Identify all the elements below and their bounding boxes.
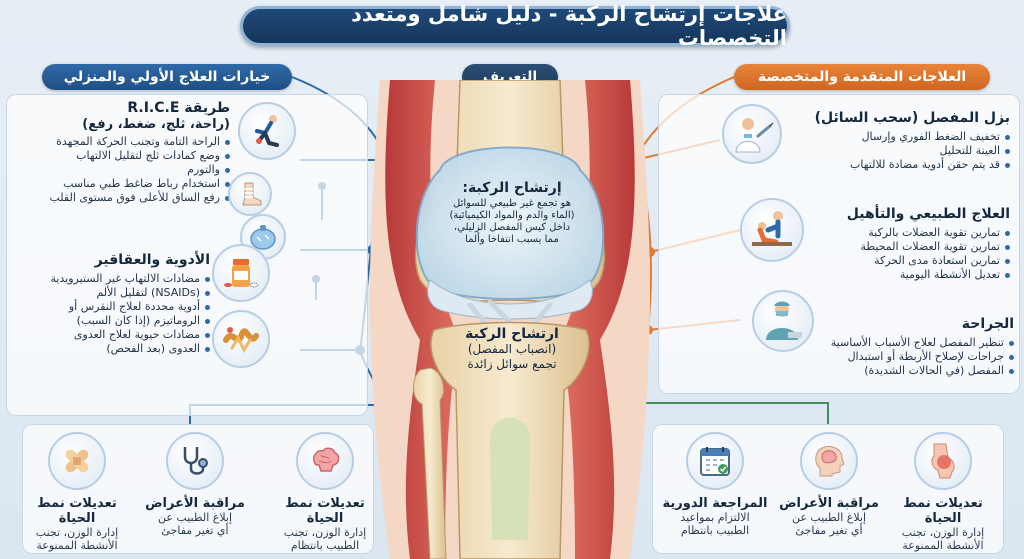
rice-title: طريقة R.I.C.E [127, 100, 230, 116]
card-title: تعديلات نمط الحياة [285, 496, 365, 526]
surgery-block: الجراحة تنظير المفصل لعلاج الأسباب الأسا… [816, 316, 1014, 378]
card-title: المراجعة الدورية [662, 496, 768, 511]
right-panel [658, 94, 1020, 394]
definition-line: مما يسبب انتفاخا وألما [465, 234, 559, 245]
rice-block: طريقة R.I.C.E (راحة، ثلج، ضغط، رفع) الرا… [20, 100, 230, 205]
definition-title: إرتشاح الركبة: [462, 180, 562, 196]
list-item: أدوية محددة لعلاج النقرس أو [20, 300, 210, 314]
page-title: علاجات إرتشاح الركبة - دليل شامل ومتعدد … [240, 2, 790, 50]
bottom-right-card-3: المراجعة الدورية الالتزام بمواعيد الطبيب… [660, 432, 770, 537]
list-item: الروماتيزم (إذا كان السبب) [20, 314, 210, 328]
list-item: تمارين تقوية العضلات المحيطة [810, 240, 1010, 254]
surgeon-icon [752, 290, 814, 352]
definition-line: (الماء والدم والمواد الكيميائية) [449, 210, 575, 221]
card-text: الأنشطة الممنوعة [902, 539, 984, 552]
doctor-syringe-icon [722, 104, 782, 164]
calendar-check-icon [686, 432, 744, 490]
card-text: الالتزام بمواعيد [680, 511, 750, 524]
list-item: (NSAIDs) لتقليل الألم [20, 286, 210, 300]
list-item: الراحة التامة وتجنب الحركة المجهدة [20, 135, 230, 149]
bottom-right-card-1: تعديلات نمط الحياة إدارة الوزن، تجنب الأ… [888, 432, 998, 552]
list-item: العينة للتحليل [788, 144, 1010, 158]
card-title: تعديلات نمط الحياة [903, 496, 983, 526]
injured-runner-icon [238, 102, 296, 160]
card-text: أي تغير مفاجئ [795, 524, 863, 537]
rice-subtitle: (راحة، ثلج، ضغط، رفع) [82, 117, 230, 132]
physiotherapy-icon [740, 198, 804, 262]
right-section-header: العلاجات المتقدمة والمتخصصة [734, 64, 990, 90]
physio-title: العلاج الطبيعي والتأهيل [846, 206, 1010, 222]
knee-joint-illustration [370, 80, 650, 559]
list-item: تمارين تقوية العضلات بالركبة [810, 226, 1010, 240]
brain-icon [296, 432, 354, 490]
list-item: المفصل (في الحالات الشديدة) [816, 364, 1014, 378]
card-text: إبلاغ الطبيب عن [791, 511, 867, 524]
card-text: إدارة الوزن، تجنب [901, 526, 985, 539]
card-text: إدارة الوزن، تجنب [283, 526, 367, 539]
aspiration-block: بزل المفصل (سحب السائل) تخفيف الضغط الفو… [788, 110, 1010, 172]
left-panel [6, 94, 368, 416]
card-title: مراقبة الأعراض [779, 496, 879, 511]
effusion-label: ارتشاح الركبة (انصباب المفصل) تجمع سوائل… [452, 326, 572, 372]
list-item: مضادات حيوية لعلاج العدوى [20, 328, 210, 342]
aspiration-title: بزل المفصل (سحب السائل) [814, 110, 1010, 126]
definition-line: داخل كيس المفصل الزليلي، [453, 222, 571, 233]
bottom-left-card-3: تعديلات نمط الحياة إدارة الوزن، تجنب الأ… [22, 432, 132, 552]
physio-block: العلاج الطبيعي والتأهيل تمارين تقوية الع… [810, 206, 1010, 282]
bottom-left-card-1: تعديلات نمط الحياة إدارة الوزن، تجنب الط… [270, 432, 380, 552]
ice-pack-icon [240, 214, 286, 260]
list-item: تعديل الأنشطة اليومية [810, 268, 1010, 282]
medications-block: الأدوية والعقاقير مضادات الالتهاب غير ال… [20, 252, 210, 356]
head-brain-icon [800, 432, 858, 490]
definition-box: إرتشاح الركبة: هو تجمع غير طبيعي للسوائل… [442, 180, 582, 246]
bottom-right-card-2: مراقبة الأعراض إبلاغ الطبيب عن أي تغير م… [774, 432, 884, 537]
list-item: رفع الساق للأعلى فوق مستوى القلب [20, 191, 230, 205]
inflamed-tissue-icon [212, 310, 270, 368]
card-text: الطبيب بانتظام [680, 524, 750, 537]
card-text: أي تغير مفاجئ [161, 524, 229, 537]
card-text: إدارة الوزن، تجنب [35, 526, 119, 539]
left-section-header: خيارات العلاج الأولي والمنزلي [42, 64, 292, 90]
list-item: العدوى (بعد الفحص) [20, 342, 210, 356]
pill-bottle-icon [212, 244, 270, 302]
card-text: الطبيب بانتظام [290, 539, 360, 552]
bottom-left-card-2: مراقبة الأعراض إبلاغ الطبيب عن أي تغير م… [140, 432, 250, 537]
card-title: تعديلات نمط الحياة [37, 496, 117, 526]
list-item: والتورم [20, 163, 230, 177]
stethoscope-icon [166, 432, 224, 490]
bandaged-foot-icon [228, 172, 272, 216]
list-item: تمارين استعادة مدى الحركة [810, 254, 1010, 268]
definition-line: هو تجمع غير طبيعي للسوائل [453, 198, 571, 209]
medications-title: الأدوية والعقاقير [94, 252, 210, 268]
effusion-line: تجمع سوائل زائدة [467, 357, 557, 371]
card-title: مراقبة الأعراض [145, 496, 245, 511]
list-item: استخدام رباط ضاغط طبي مناسب [20, 177, 230, 191]
list-item: قد يتم حقن أدوية مضادة للالتهاب [788, 158, 1010, 172]
inflamed-knee-icon [914, 432, 972, 490]
list-item: جراحات لإصلاح الأربطة أو استبدال [816, 350, 1014, 364]
list-item: تخفيف الضغط الفوري وإرسال [788, 130, 1010, 144]
surgery-title: الجراحة [961, 316, 1014, 332]
list-item: تنظير المفصل لعلاج الأسباب الأساسية [816, 336, 1014, 350]
card-text: إبلاغ الطبيب عن [157, 511, 233, 524]
bandage-icon [48, 432, 106, 490]
list-item: مضادات الالتهاب غير الستيرويدية [20, 272, 210, 286]
card-text: الأنشطة الممنوعة [36, 539, 118, 552]
effusion-line: (انصباب المفصل) [467, 342, 557, 356]
effusion-title: ارتشاح الركبة [465, 326, 559, 342]
list-item: وضع كمادات ثلج لتقليل الالتهاب [20, 149, 230, 163]
